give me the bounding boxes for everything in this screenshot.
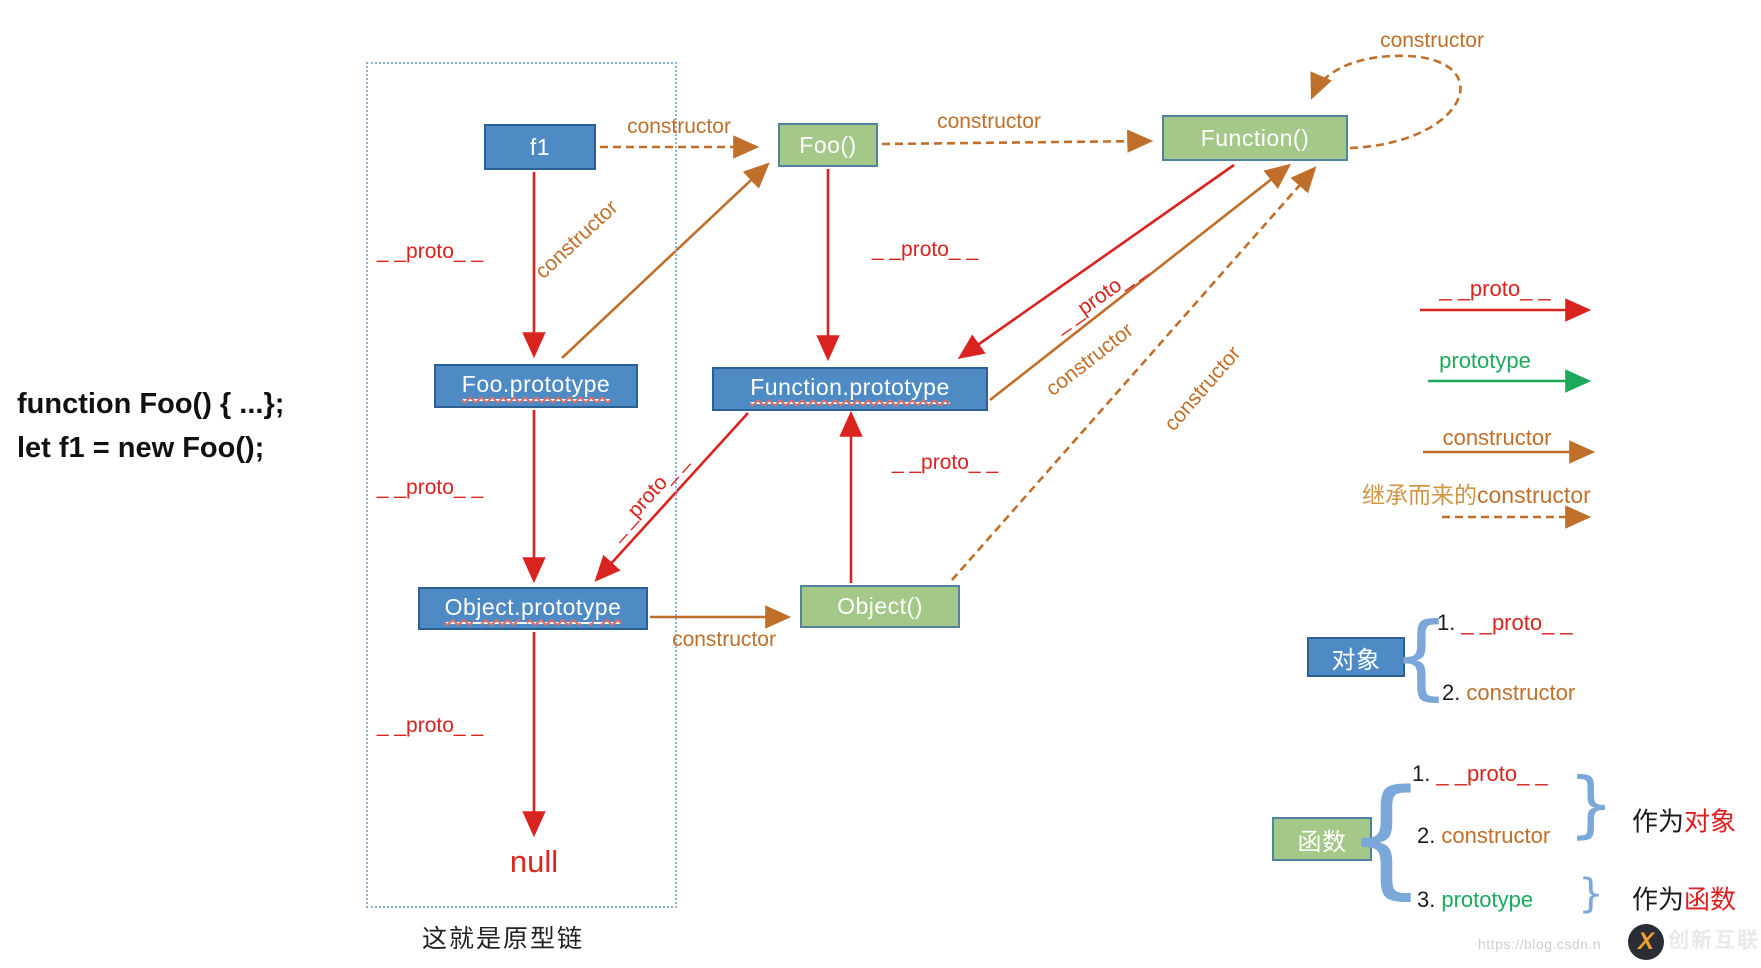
edge-object-to-function-inherited-constructor bbox=[951, 166, 1317, 581]
object-item2-label: constructor bbox=[1466, 680, 1576, 705]
function-item3-label: prototype bbox=[1441, 887, 1534, 912]
legend-inherited-prefix: 继承而来的 bbox=[1362, 482, 1477, 508]
node-object: Object() bbox=[800, 585, 960, 628]
watermark-logo-icon: X bbox=[1628, 924, 1664, 960]
object-item2-number: 2. bbox=[1442, 680, 1461, 705]
function-summary-box: 函数 bbox=[1272, 817, 1372, 861]
label-object-proto: _ _proto_ _ bbox=[891, 451, 999, 474]
object-item1-label: _ _proto_ _ bbox=[1461, 610, 1573, 635]
label-object-prototype-proto: _ _proto_ _ bbox=[376, 714, 484, 737]
edge-function-prototype-to-object-prototype-proto bbox=[594, 412, 749, 582]
node-object-label: Object() bbox=[837, 593, 923, 619]
legend-constructor-label: constructor bbox=[1442, 425, 1552, 450]
function-item2-number: 2. bbox=[1417, 823, 1436, 848]
watermark-url: https://blog.csdn.n bbox=[1478, 936, 1602, 952]
object-summary-open-brace: { bbox=[1391, 603, 1451, 710]
as-function-prefix: 作为 bbox=[1632, 884, 1685, 915]
prototype-chain-caption: 这就是原型链 bbox=[421, 925, 585, 953]
object-summary-item-2: 2.constructor bbox=[1442, 680, 1575, 706]
label-object-prototype-constructor: constructor bbox=[672, 628, 776, 651]
legend-inherited-constructor-label: 继承而来的constructor bbox=[1362, 476, 1591, 510]
node-foo-label: Foo() bbox=[799, 131, 857, 158]
code-line-2: let f1 = new Foo(); bbox=[17, 432, 265, 464]
node-foo-prototype-label: Foo.prototype bbox=[461, 371, 611, 401]
code-line-1: function Foo() { ...}; bbox=[17, 388, 285, 420]
object-summary-item-1: 1._ _proto_ _ bbox=[1437, 610, 1573, 636]
node-object-prototype: Object.prototype bbox=[418, 587, 648, 630]
legend-prototype-label: prototype bbox=[1439, 348, 1531, 373]
label-f1-constructor: constructor bbox=[627, 115, 731, 138]
function-as-function-label: 作为函数 bbox=[1632, 880, 1736, 917]
label-f1-proto: _ _proto_ _ bbox=[376, 240, 484, 263]
node-f1-label: f1 bbox=[529, 133, 551, 160]
node-function-label: Function() bbox=[1200, 124, 1310, 151]
label-foo-proto: _ _proto_ _ bbox=[871, 238, 979, 261]
edge-function-self-constructor-loop bbox=[1310, 54, 1462, 150]
as-object-word: 对象 bbox=[1684, 806, 1737, 837]
object-item1-number: 1. bbox=[1437, 610, 1456, 635]
function-as-function-close-brace: } bbox=[1578, 871, 1604, 917]
function-as-object-close-brace: } bbox=[1568, 762, 1614, 846]
node-foo-prototype: Foo.prototype bbox=[434, 364, 638, 408]
node-function-prototype: Function.prototype bbox=[712, 367, 988, 411]
function-as-object-label: 作为对象 bbox=[1632, 802, 1736, 839]
label-function-self-constructor: constructor bbox=[1380, 29, 1484, 52]
legend-inherited-word: constructor bbox=[1477, 482, 1591, 508]
node-function: Function() bbox=[1162, 115, 1348, 161]
function-summary-item-1: 1._ _proto_ _ bbox=[1412, 761, 1548, 787]
node-foo: Foo() bbox=[778, 123, 878, 167]
function-item1-label: _ _proto_ _ bbox=[1436, 761, 1548, 786]
as-function-word: 函数 bbox=[1684, 884, 1737, 915]
function-summary-open-brace: { bbox=[1345, 763, 1427, 912]
function-summary-title: 函数 bbox=[1297, 828, 1347, 856]
function-item2-label: constructor bbox=[1441, 823, 1551, 848]
edge-function-prototype-to-function-constructor bbox=[989, 163, 1292, 402]
node-object-prototype-label: Object.prototype bbox=[444, 594, 622, 624]
prototype-chain-frame bbox=[366, 62, 677, 908]
as-object-prefix: 作为 bbox=[1632, 806, 1685, 837]
edge-foo-prototype-to-foo-constructor bbox=[561, 162, 770, 359]
label-foo-constructor: constructor bbox=[937, 110, 1041, 133]
node-function-prototype-label: Function.prototype bbox=[750, 374, 950, 404]
function-summary-item-2: 2.constructor bbox=[1417, 823, 1550, 849]
node-f1: f1 bbox=[484, 124, 596, 170]
object-summary-title: 对象 bbox=[1331, 646, 1381, 674]
code-snippet: function Foo() { ...}; let f1 = new Foo(… bbox=[17, 382, 284, 470]
legend-proto-label: _ _proto_ _ bbox=[1439, 276, 1551, 301]
edge-function-to-function-prototype-proto bbox=[957, 163, 1235, 359]
object-summary-box: 对象 bbox=[1307, 637, 1405, 677]
watermark-brand: 创新互联 bbox=[1668, 929, 1760, 952]
node-null: null bbox=[509, 844, 559, 879]
function-item1-number: 1. bbox=[1412, 761, 1431, 786]
label-foo-prototype-proto: _ _proto_ _ bbox=[376, 476, 484, 499]
function-item3-number: 3. bbox=[1417, 887, 1436, 912]
function-summary-item-3: 3.prototype bbox=[1417, 887, 1533, 913]
edge-foo-to-function-constructor bbox=[881, 129, 1154, 153]
watermark-logo-x-glyph: X bbox=[1637, 928, 1654, 955]
